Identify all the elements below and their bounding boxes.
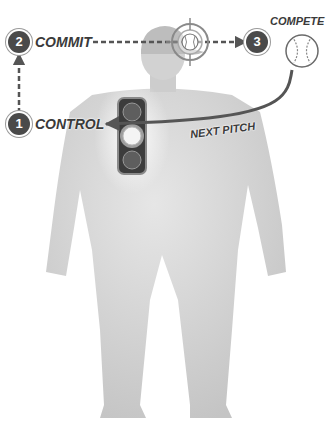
crosshair	[166, 41, 178, 43]
baseball	[286, 35, 318, 67]
target-baseball	[182, 34, 198, 50]
step-number: 3	[246, 31, 268, 53]
baseball-icon	[284, 33, 320, 69]
step-number: 2	[8, 31, 30, 53]
traffic-light	[118, 98, 146, 174]
step-node: 2 COMMIT	[8, 31, 93, 54]
chest-glow	[94, 78, 170, 194]
light-top	[123, 103, 141, 121]
flow-arrow	[18, 54, 21, 113]
step-label: COMPETE	[270, 15, 324, 28]
light-middle	[123, 127, 141, 145]
crosshair	[189, 18, 191, 30]
baseball-stitch	[185, 36, 195, 48]
light-bottom	[123, 151, 141, 169]
target-ring	[178, 30, 202, 54]
step-node: 1 CONTROL	[8, 113, 106, 136]
baseball-stitch	[294, 39, 310, 62]
step-label: COMMIT	[35, 34, 92, 50]
step-label: CONTROL	[35, 116, 104, 132]
flow-arrow	[93, 41, 246, 44]
crosshair	[189, 54, 191, 66]
step-node: 3COMPETE	[246, 15, 326, 70]
light-glow	[120, 124, 144, 148]
flow-arrow	[106, 70, 292, 124]
step-number: 1	[8, 113, 30, 135]
